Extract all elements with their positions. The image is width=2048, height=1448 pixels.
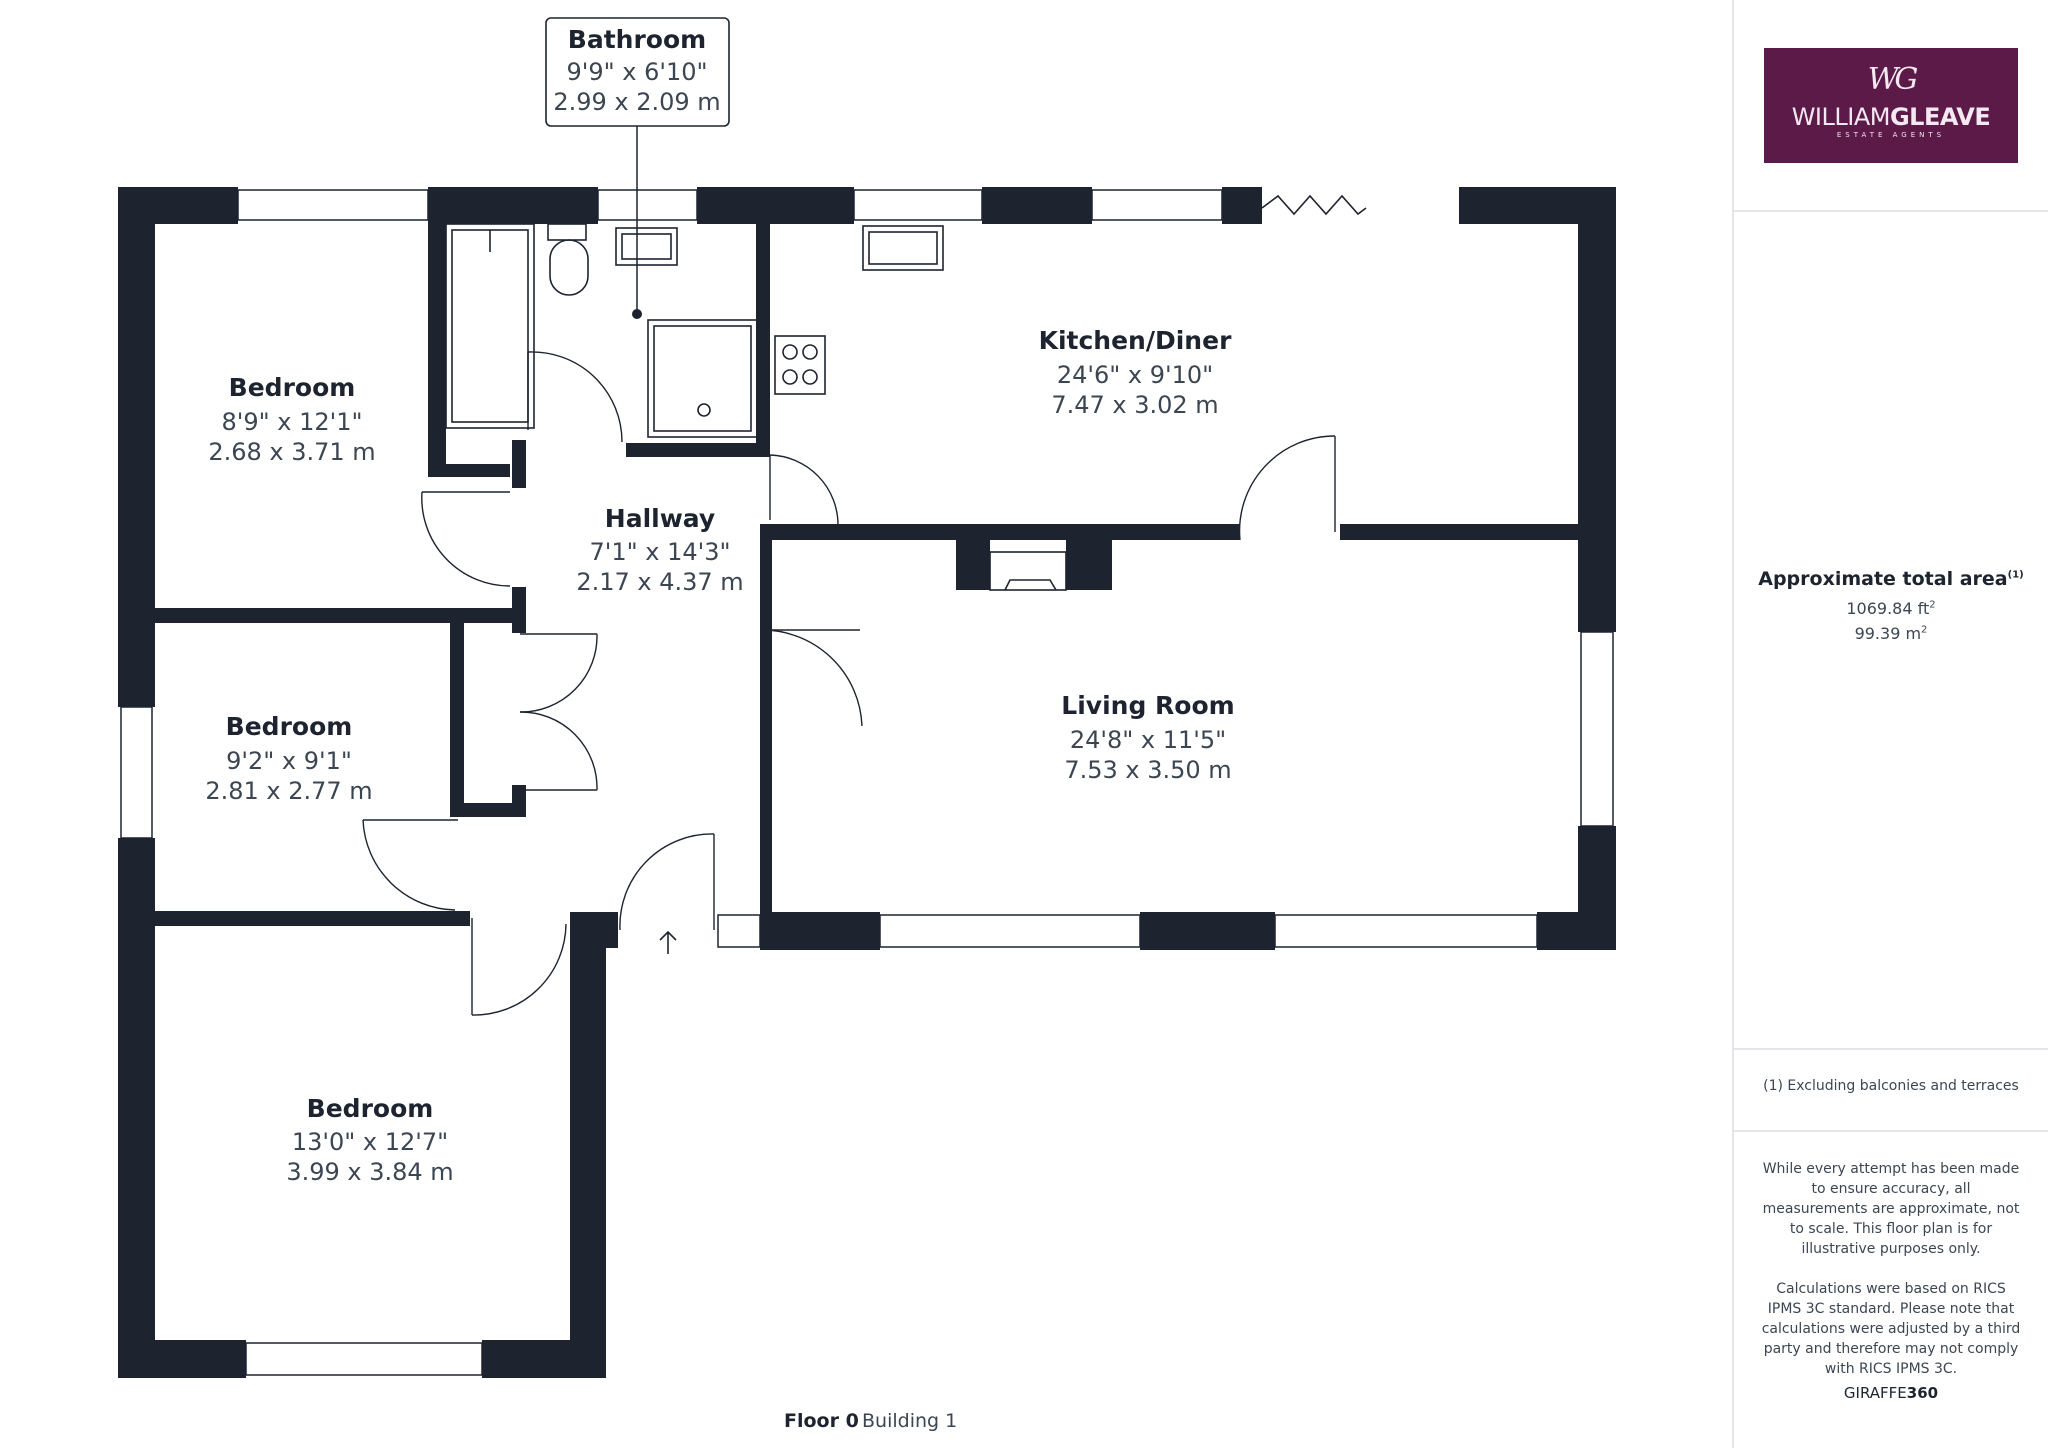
kitchen-imperial: 24'6" x 9'10" <box>1057 361 1213 389</box>
disclaimer-calculations: Calculations were based on RICS IPMS 3C … <box>1761 1281 2021 1377</box>
floor-plan: Bathroom 9'9" x 6'10" 2.99 x 2.09 m Kitc… <box>118 17 1616 1432</box>
footnote: (1) Excluding balconies and terraces <box>1763 1078 2019 1094</box>
area-title: Approximate total area(1) <box>1758 568 2024 590</box>
logo-monogram: WG <box>1867 62 1919 97</box>
bedroom-1-metric: 2.68 x 3.71 m <box>208 438 375 466</box>
interior-walls <box>155 187 1578 926</box>
disclaimer: While every attempt has been made to ens… <box>1760 1159 2022 1399</box>
entrance-arrow-icon <box>659 930 677 954</box>
bathroom-imperial: 9'9" x 6'10" <box>566 58 707 86</box>
hallway-imperial: 7'1" x 14'3" <box>589 538 730 566</box>
bathroom-name: Bathroom <box>568 25 706 54</box>
bathroom-label-callout <box>545 17 730 319</box>
living-room-name: Living Room <box>1061 691 1234 720</box>
bedroom-3-name: Bedroom <box>307 1094 434 1123</box>
kitchen-fixtures <box>774 225 944 395</box>
bathroom-metric: 2.99 x 2.09 m <box>553 88 720 116</box>
floor-label: Floor 0 Building 1 <box>784 1410 957 1432</box>
divider <box>1734 1130 2048 1132</box>
area-sqm: 99.39 m2 <box>1854 624 1928 643</box>
bedroom-1-name: Bedroom <box>229 373 356 402</box>
logo-subtitle: ESTATE AGENTS <box>1836 131 1946 139</box>
floor-number: Floor 0 <box>784 1410 859 1432</box>
kitchen-metric: 7.47 x 3.02 m <box>1051 391 1218 419</box>
bifold-door <box>1261 194 1367 216</box>
logo-brand: WILLIAMGLEAVE <box>1791 103 1991 131</box>
giraffe360-credit: GIRAFFE360 <box>1843 1384 1939 1402</box>
bath-fixtures <box>445 223 758 438</box>
bedroom-2-imperial: 9'2" x 9'1" <box>226 747 352 775</box>
room-labels: Bathroom 9'9" x 6'10" 2.99 x 2.09 m Kitc… <box>205 25 1234 1186</box>
fireplace <box>989 551 1067 591</box>
kitchen-name: Kitchen/Diner <box>1039 326 1232 355</box>
total-area: Approximate total area(1) 1069.84 ft2 99… <box>1734 568 2048 643</box>
bedroom-1-imperial: 8'9" x 12'1" <box>221 408 362 436</box>
divider <box>1734 210 2048 212</box>
divider <box>1734 1048 2048 1050</box>
info-sidebar: WG WILLIAMGLEAVE ESTATE AGENTS Approxima… <box>1732 0 2048 1448</box>
doors <box>362 351 1336 1016</box>
living-room-imperial: 24'8" x 11'5" <box>1070 726 1226 754</box>
bedroom-2-name: Bedroom <box>226 712 353 741</box>
agency-logo: WG WILLIAMGLEAVE ESTATE AGENTS <box>1764 48 2018 163</box>
building-label: Building 1 <box>862 1410 957 1432</box>
hallway-metric: 2.17 x 4.37 m <box>576 568 743 596</box>
windows <box>120 189 1614 1376</box>
bedroom-3-metric: 3.99 x 3.84 m <box>286 1158 453 1186</box>
bedroom-2-metric: 2.81 x 2.77 m <box>205 777 372 805</box>
bedroom-3-imperial: 13'0" x 12'7" <box>292 1128 448 1156</box>
area-sqft: 1069.84 ft2 <box>1846 599 1936 618</box>
exterior-walls <box>118 187 1616 1378</box>
living-room-metric: 7.53 x 3.50 m <box>1064 756 1231 784</box>
disclaimer-accuracy: While every attempt has been made to ens… <box>1762 1161 2020 1257</box>
hallway-name: Hallway <box>605 504 715 533</box>
